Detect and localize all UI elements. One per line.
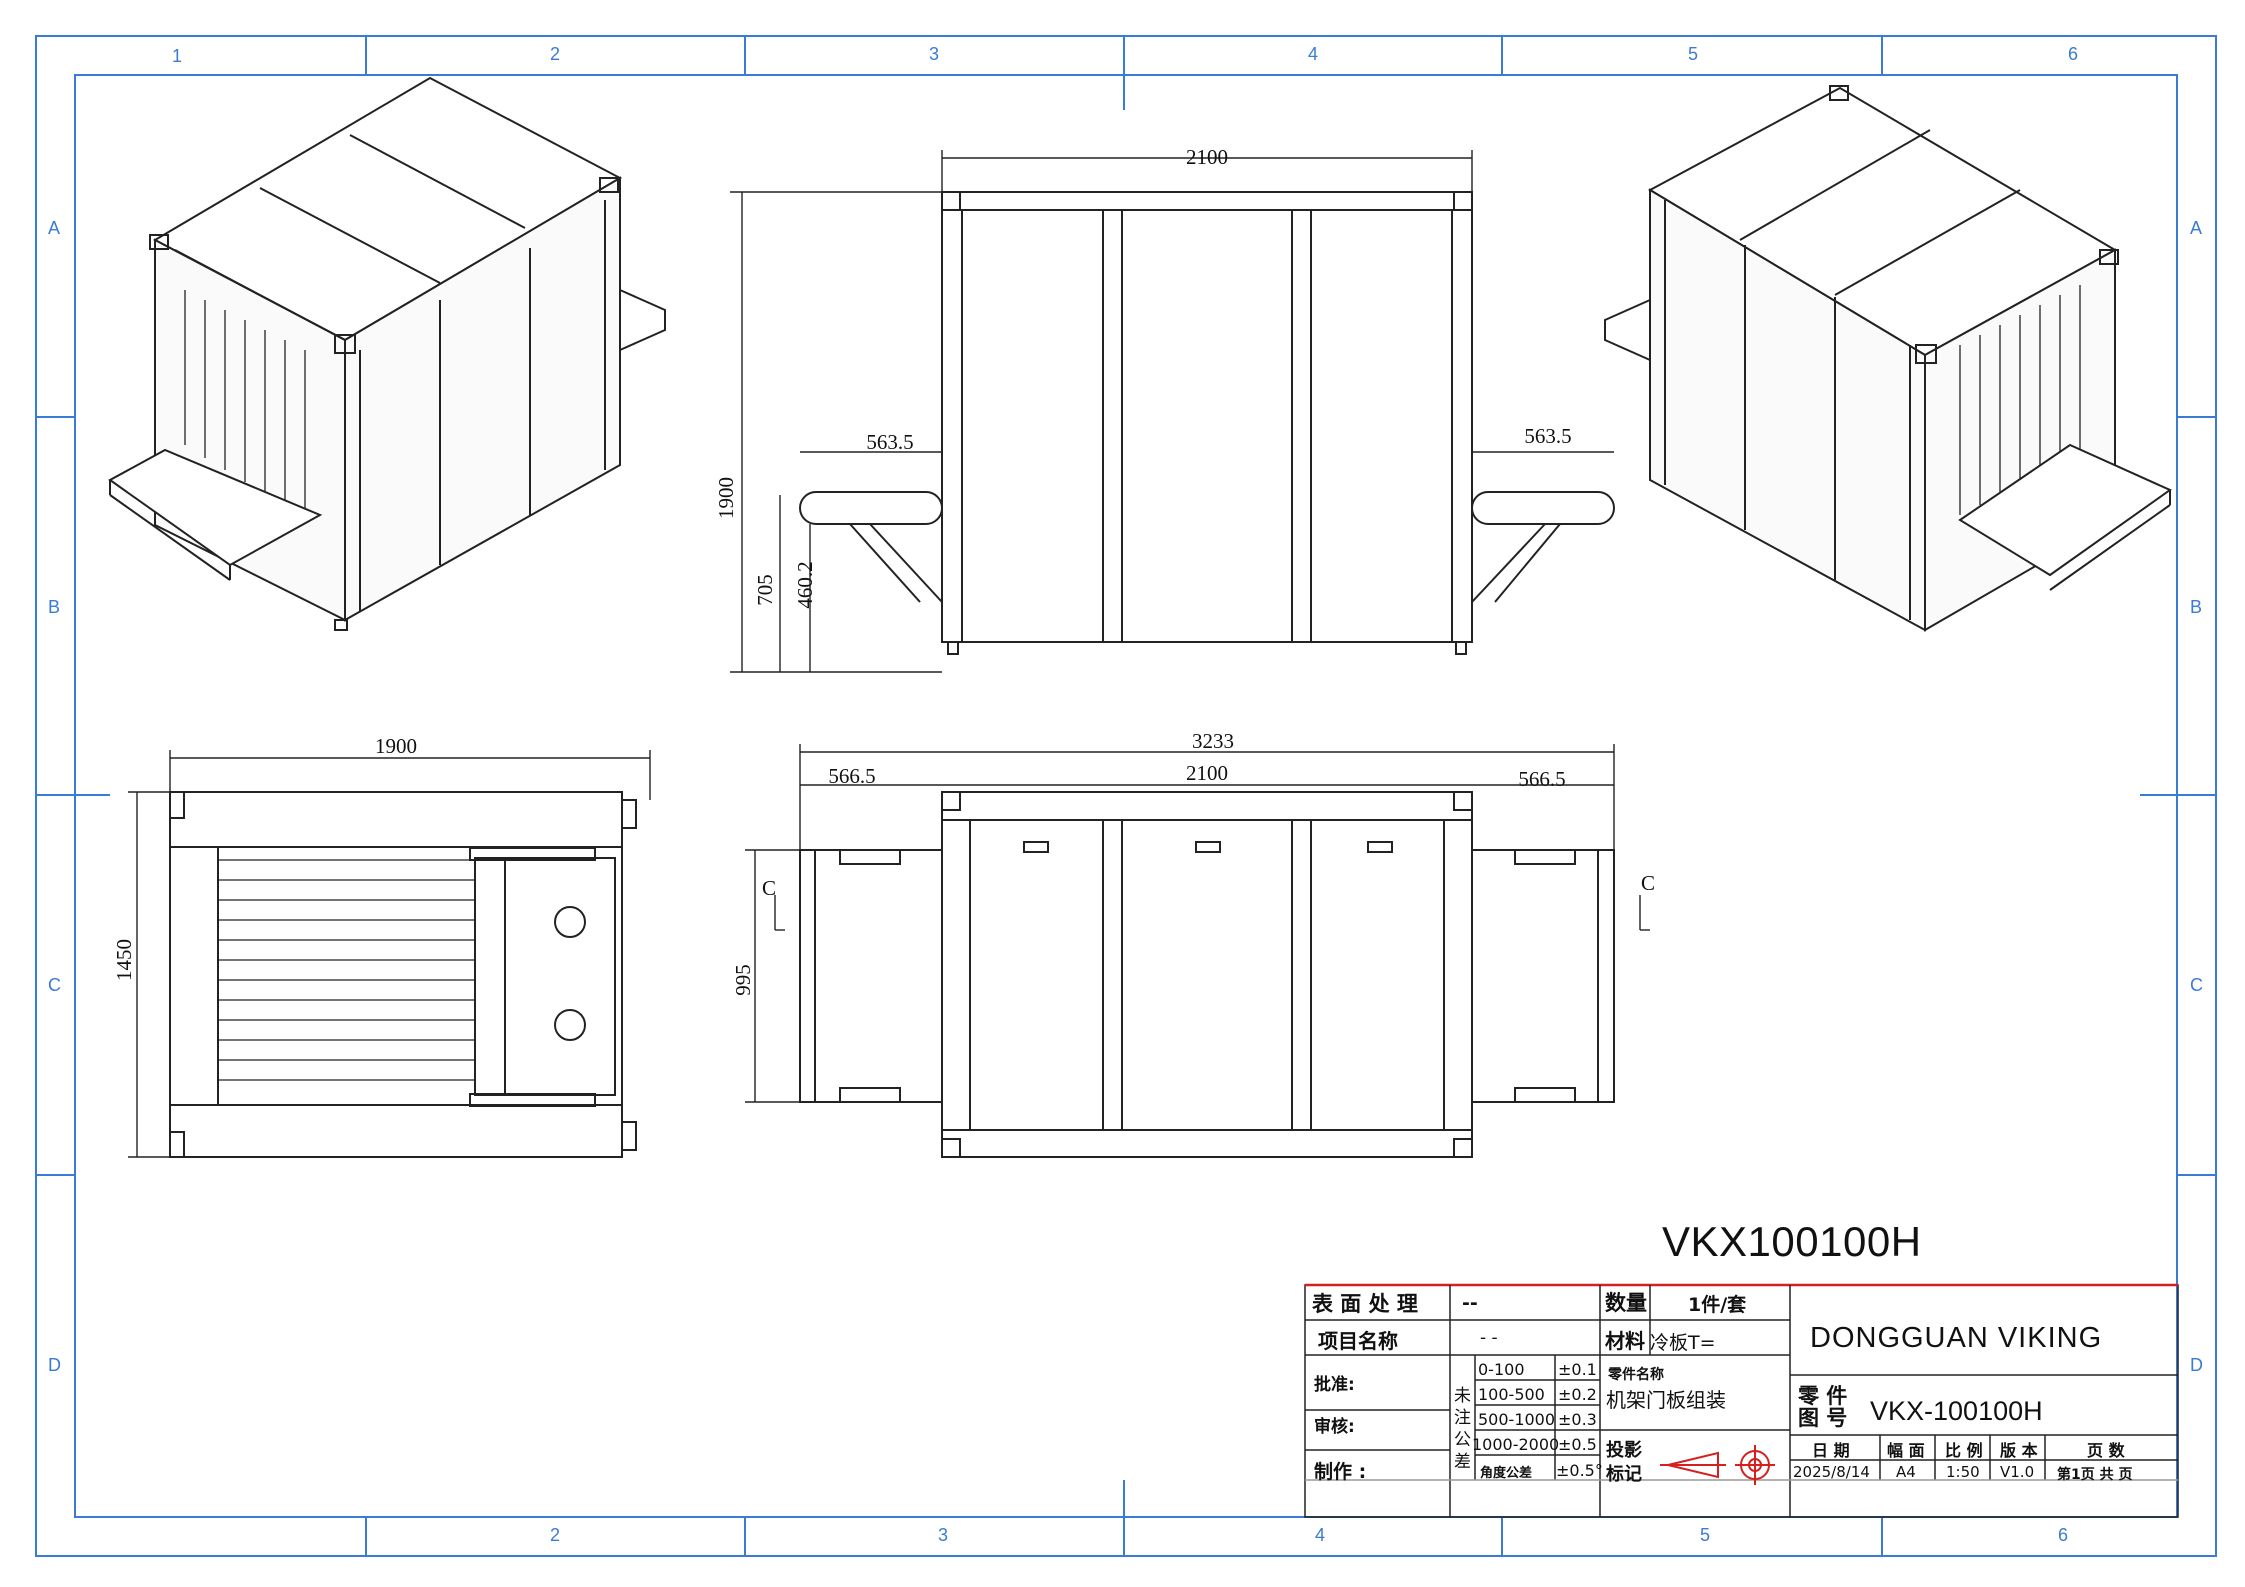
bottom-column-label-2: 2 (550, 1525, 561, 1545)
size-label: 幅 面 (1887, 1441, 1925, 1460)
tol-range-4: 1000-2000 (1472, 1435, 1560, 1454)
page-value: 第1页 共 页 (2057, 1467, 2133, 1483)
tolerance-label-2: 注 (1454, 1408, 1471, 1428)
project-value: - - (1480, 1328, 1498, 1348)
dim-belt-height: 705 (753, 574, 777, 606)
dim-plan-belt-left: 566.5 (828, 764, 875, 788)
version-label: 版 本 (2000, 1441, 2038, 1460)
plan-view-dimensions (745, 744, 1650, 1103)
column-label-4: 4 (1308, 44, 1319, 64)
tol-value-3: ±0.3 (1558, 1410, 1597, 1429)
row-label-d-right: D (2190, 1355, 2203, 1375)
drawing-no-label-2: 图 号 (1798, 1406, 1848, 1430)
top-view-dimensions (128, 750, 651, 1158)
tol-range-2: 100-500 (1478, 1385, 1545, 1404)
quantity-label: 数量 (1605, 1291, 1647, 1315)
row-label-c: C (48, 975, 61, 995)
angle-tolerance-value: ±0.5° (1556, 1461, 1603, 1480)
dim-belt-top: 460.2 (793, 561, 817, 608)
date-label: 日 期 (1812, 1441, 1850, 1460)
row-label-a: A (48, 218, 61, 238)
bottom-column-label-3: 3 (938, 1525, 949, 1545)
top-view (169, 791, 637, 1158)
quantity-value: 1件/套 (1688, 1294, 1747, 1316)
make-label: 制作 : (1314, 1461, 1367, 1483)
dim-front-height: 1900 (714, 477, 738, 519)
front-elevation-dimensions (730, 150, 1614, 673)
dim-top-depth: 1450 (112, 939, 136, 981)
dim-plan-belt-right: 566.5 (1518, 767, 1565, 791)
tol-value-4: ±0.5 (1558, 1435, 1597, 1454)
dim-plan-width: 2100 (1186, 761, 1228, 785)
version-value: V1.0 (2000, 1463, 2035, 1481)
size-value: A4 (1896, 1463, 1916, 1481)
row-label-a-right: A (2190, 218, 2203, 238)
material-label: 材料 (1605, 1329, 1645, 1353)
tol-range-1: 0-100 (1478, 1360, 1525, 1379)
dim-belt-right: 563.5 (1524, 424, 1571, 448)
dim-top-width: 1900 (375, 734, 417, 758)
part-name-label: 零件名称 (1608, 1367, 1664, 1383)
column-label-3: 3 (929, 44, 940, 64)
isometric-view-right (1604, 85, 2173, 632)
title-block-grid (1304, 1283, 2179, 1518)
review-label: 审核: (1314, 1417, 1355, 1437)
section-mark-left: C (762, 876, 776, 900)
tolerance-label-3: 公 (1454, 1430, 1471, 1450)
column-label-5: 5 (1688, 44, 1699, 64)
surface-value: -- (1462, 1292, 1478, 1314)
column-label-1: 1 (172, 46, 183, 66)
dim-front-width: 2100 (1186, 145, 1228, 169)
tolerance-label-1: 未 (1454, 1386, 1471, 1406)
drawing-no-value: VKX-100100H (1870, 1396, 2043, 1426)
row-label-b: B (48, 597, 61, 617)
tol-range-3: 500-1000 (1478, 1410, 1556, 1429)
row-label-c-right: C (2190, 975, 2203, 995)
tolerance-label-4: 差 (1454, 1452, 1471, 1472)
bottom-column-label-5: 5 (1700, 1525, 1711, 1545)
part-name-value: 机架门板组装 (1606, 1388, 1726, 1412)
bottom-column-label-4: 4 (1315, 1525, 1326, 1545)
dim-plan-depth: 995 (731, 964, 755, 996)
projection-label-2: 标记 (1606, 1464, 1642, 1485)
sheet-frame (35, 35, 2217, 1557)
projection-label-1: 投影 (1606, 1440, 1642, 1461)
column-label-6: 6 (2068, 44, 2079, 64)
drawing-no-label-1: 零 件 (1798, 1384, 1848, 1408)
date-value: 2025/8/14 (1793, 1463, 1870, 1481)
page-label: 页 数 (2087, 1441, 2125, 1460)
front-elevation (799, 191, 1615, 655)
scale-label: 比 例 (1945, 1441, 1983, 1460)
column-label-2: 2 (550, 44, 561, 64)
dim-plan-overall: 3233 (1192, 729, 1234, 753)
tol-value-1: ±0.1 (1558, 1360, 1597, 1379)
tol-value-2: ±0.2 (1558, 1385, 1597, 1404)
dim-belt-left: 563.5 (866, 430, 913, 454)
section-mark-right: C (1641, 871, 1655, 895)
isometric-view-left (108, 76, 666, 631)
plan-view (799, 791, 1615, 1158)
project-label: 项目名称 (1318, 1329, 1398, 1353)
row-label-d: D (48, 1355, 61, 1375)
angle-tolerance-label: 角度公差 (1480, 1466, 1533, 1481)
scale-value: 1:50 (1946, 1463, 1980, 1481)
bottom-column-label-6: 6 (2058, 1525, 2069, 1545)
company-name: DONGGUAN VIKING (1810, 1322, 2103, 1354)
material-value: 冷板T= (1650, 1332, 1716, 1354)
row-label-b-right: B (2190, 597, 2203, 617)
projection-symbol (1660, 1445, 1775, 1485)
approve-label: 批准: (1314, 1375, 1355, 1395)
surface-label: 表 面 处 理 (1312, 1292, 1418, 1316)
model-name: VKX100100H (1662, 1218, 1922, 1265)
